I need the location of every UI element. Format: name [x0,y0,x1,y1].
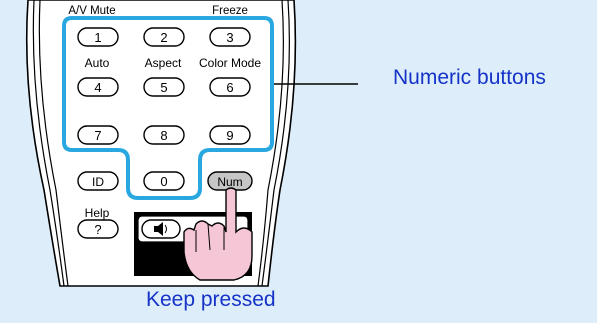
num-key-label: Num [217,175,242,189]
id-key-label: ID [92,175,104,189]
key-2-label: 2 [160,30,167,45]
num-key[interactable]: Num [207,171,253,191]
key-1-label: 1 [94,30,101,45]
help-key[interactable]: ? [77,219,119,239]
key-7[interactable]: 7 [77,125,119,145]
id-key[interactable]: ID [77,171,119,191]
remote-side-lines [32,0,290,287]
auto-label: Auto [85,56,110,70]
key-4[interactable]: 4 [77,77,119,97]
av-mute-label: A/V Mute [68,5,115,17]
key-3[interactable]: 3 [209,27,251,47]
color-mode-label: Color Mode [199,56,261,70]
help-key-label: ? [94,222,101,237]
help-label: Help [85,206,110,220]
key-8-label: 8 [160,128,167,143]
key-9[interactable]: 9 [209,125,251,145]
key-4-label: 4 [94,80,101,95]
speaker-icon [154,222,167,236]
numeric-buttons-callout: Numeric buttons [393,66,546,89]
pressing-hand-icon [183,187,253,281]
key-0[interactable]: 0 [143,171,185,191]
key-3-label: 3 [226,30,233,45]
key-7-label: 7 [94,128,101,143]
aspect-label: Aspect [145,56,182,70]
freeze-label: Freeze [212,5,248,17]
key-5-label: 5 [160,80,167,95]
key-0-label: 0 [160,174,167,189]
key-2[interactable]: 2 [143,27,185,47]
key-9-label: 9 [226,128,233,143]
key-1[interactable]: 1 [77,27,119,47]
key-8[interactable]: 8 [143,125,185,145]
numeric-buttons-highlight [62,16,274,200]
key-6[interactable]: 6 [209,77,251,97]
key-5[interactable]: 5 [143,77,185,97]
key-6-label: 6 [226,80,233,95]
keep-pressed-caption: Keep pressed [146,288,276,311]
